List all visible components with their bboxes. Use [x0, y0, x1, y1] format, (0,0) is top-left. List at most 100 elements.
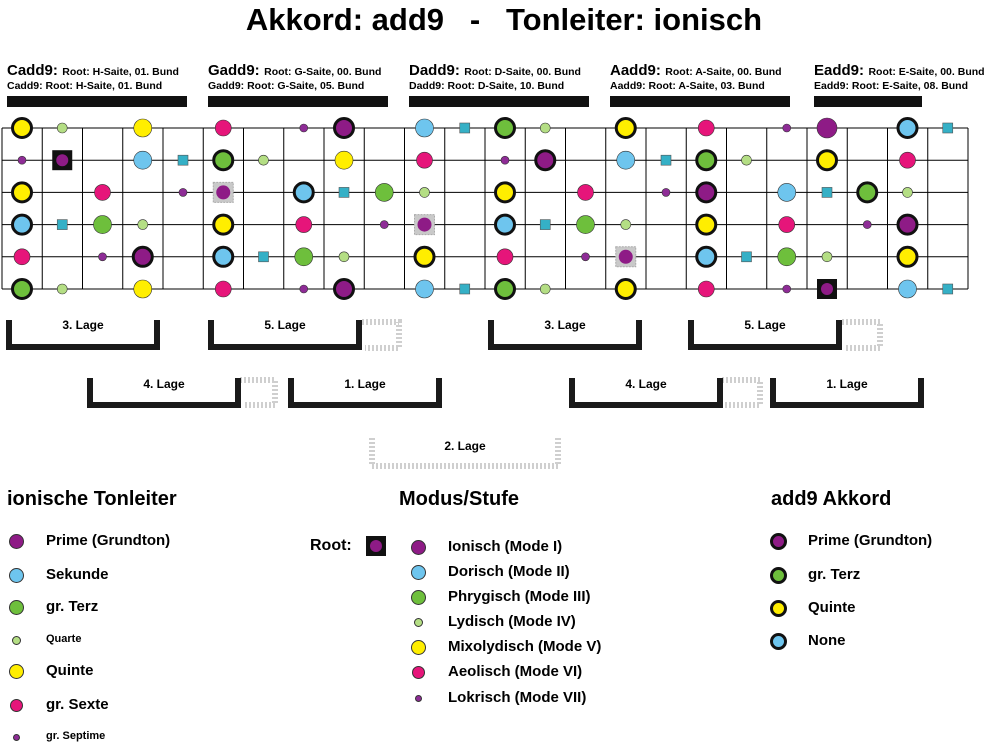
- teal-square-marker: [741, 251, 752, 263]
- legend-item-label: Dorisch (Mode II): [448, 562, 570, 580]
- legend-item-label: None: [808, 631, 846, 649]
- prime-note: [534, 149, 557, 172]
- shape-bar: [208, 96, 388, 107]
- shape-header-cadd9: Cadd9: Root: H-Saite, 01. Bund: [7, 62, 179, 80]
- sexte-note: [899, 151, 916, 169]
- lage-label: 5. Lage: [744, 318, 786, 332]
- prime-note: [333, 278, 355, 300]
- sexte-note: [13, 248, 31, 266]
- sexte-note: [496, 248, 514, 266]
- septime-note: [98, 252, 107, 262]
- lage-label: 4. Lage: [143, 377, 185, 391]
- legend-dot-icon: [11, 635, 21, 645]
- root-marker-icon: [366, 536, 386, 556]
- prime-note: [896, 213, 919, 236]
- legend-item-label: gr. Sexte: [46, 695, 109, 713]
- terz-note: [494, 278, 516, 300]
- shape-root: Root: D-Saite, 00. Bund: [464, 66, 581, 78]
- legend-item-label: Lydisch (Mode IV): [448, 612, 576, 630]
- legend-dot-icon: [9, 698, 23, 712]
- quarte-note: [620, 219, 632, 230]
- position-brackets: [6, 319, 924, 469]
- teal-square-marker: [459, 283, 471, 295]
- sexte-note: [94, 184, 111, 201]
- quarte-note: [137, 219, 149, 230]
- septime-note: [17, 155, 27, 165]
- sexte-note: [697, 119, 715, 137]
- sexte-note: [295, 216, 313, 233]
- teal-square-marker: [258, 251, 269, 263]
- legend-item-label: Quinte: [46, 661, 94, 679]
- quinte-note: [614, 278, 637, 300]
- sexte-note: [778, 216, 796, 233]
- shape-root: Root: G-Saite, 00. Bund: [264, 66, 382, 78]
- quinte-note: [413, 245, 436, 268]
- shape-subtitle-gadd9: Gadd9: Root: G-Saite, 05. Bund: [208, 80, 365, 92]
- legend-item-label: Prime (Grundton): [808, 531, 933, 549]
- quinte-note: [695, 213, 718, 236]
- septime-note: [661, 188, 671, 197]
- teal-square-marker: [539, 219, 551, 230]
- legend-chord-title: add9 Akkord: [771, 488, 892, 510]
- legend-dot-icon: [769, 632, 787, 650]
- sekunde-note: [896, 117, 919, 139]
- lage-label: 3. Lage: [544, 318, 586, 332]
- quinte-note: [816, 149, 838, 172]
- shape-subtitle-cadd9: Cadd9: Root: H-Saite, 01. Bund: [7, 80, 163, 92]
- legend-item-label: Prime (Grundton): [46, 531, 171, 549]
- lage-bracket: [770, 378, 924, 408]
- lage-bracket: [6, 320, 160, 350]
- sekunde-note: [415, 279, 434, 299]
- teal-square-marker: [660, 154, 672, 166]
- lage-label: 1. Lage: [344, 377, 386, 391]
- shape-name: Aadd9:: [610, 62, 661, 79]
- sexte-note: [577, 184, 594, 201]
- legend-dot-icon: [8, 533, 24, 549]
- shape-header-gadd9: Gadd9: Root: G-Saite, 00. Bund: [208, 62, 381, 80]
- shape-name: Eadd9:: [814, 62, 865, 79]
- quinte-note: [896, 245, 919, 268]
- root-marker-dot: [821, 283, 833, 295]
- quarte-note: [539, 283, 551, 295]
- shape-name: Gadd9:: [208, 62, 260, 79]
- quarte-note: [258, 154, 269, 166]
- legend-dot-icon: [410, 539, 426, 555]
- legend-dot-icon: [410, 564, 426, 580]
- root-marker-dot: [56, 154, 69, 167]
- septime-note: [178, 188, 188, 197]
- terz-note: [212, 149, 235, 172]
- legend-item-label: Mixolydisch (Mode V): [448, 637, 602, 655]
- quarte-note: [56, 283, 68, 295]
- quarte-note: [338, 251, 350, 263]
- legend-dot-icon: [769, 566, 787, 584]
- legend-dot-icon: [8, 599, 24, 615]
- teal-square-marker: [942, 283, 954, 295]
- quinte-note: [614, 117, 637, 139]
- legend-item-label: gr. Terz: [808, 565, 861, 583]
- legend-item-label: Aeolisch (Mode VI): [448, 662, 583, 680]
- quinte-note: [11, 181, 33, 204]
- lage-label: 3. Lage: [62, 318, 104, 332]
- terz-note: [374, 183, 394, 202]
- quarte-note: [539, 122, 551, 134]
- shape-subtitle-eadd9: Eadd9: Root: E-Saite, 08. Bund: [814, 80, 969, 92]
- legend-scale-title: ionische Tonleiter: [7, 488, 177, 510]
- shape-subtitle-aadd9: Aadd9: Root: A-Saite, 03. Bund: [610, 80, 765, 92]
- sekunde-note: [494, 213, 516, 236]
- shape-root: Root: E-Saite, 00. Bund: [868, 66, 985, 78]
- shape-bar: [610, 96, 790, 107]
- septime-note: [782, 284, 792, 294]
- legend-item-label: Ionisch (Mode I): [448, 537, 563, 555]
- quarte-note: [419, 187, 430, 198]
- prime-note: [333, 117, 355, 139]
- shape-header-eadd9: Eadd9: Root: E-Saite, 00. Bund: [814, 62, 985, 80]
- terz-note: [294, 247, 314, 267]
- quinte-note: [334, 150, 354, 170]
- root-marker-dot: [370, 540, 382, 552]
- lage-bracket: [369, 438, 561, 469]
- septime-note: [581, 252, 590, 262]
- lage-label: 1. Lage: [826, 377, 868, 391]
- shape-bar: [814, 96, 922, 107]
- prime-note: [816, 117, 838, 139]
- root-box-dot: [216, 185, 231, 200]
